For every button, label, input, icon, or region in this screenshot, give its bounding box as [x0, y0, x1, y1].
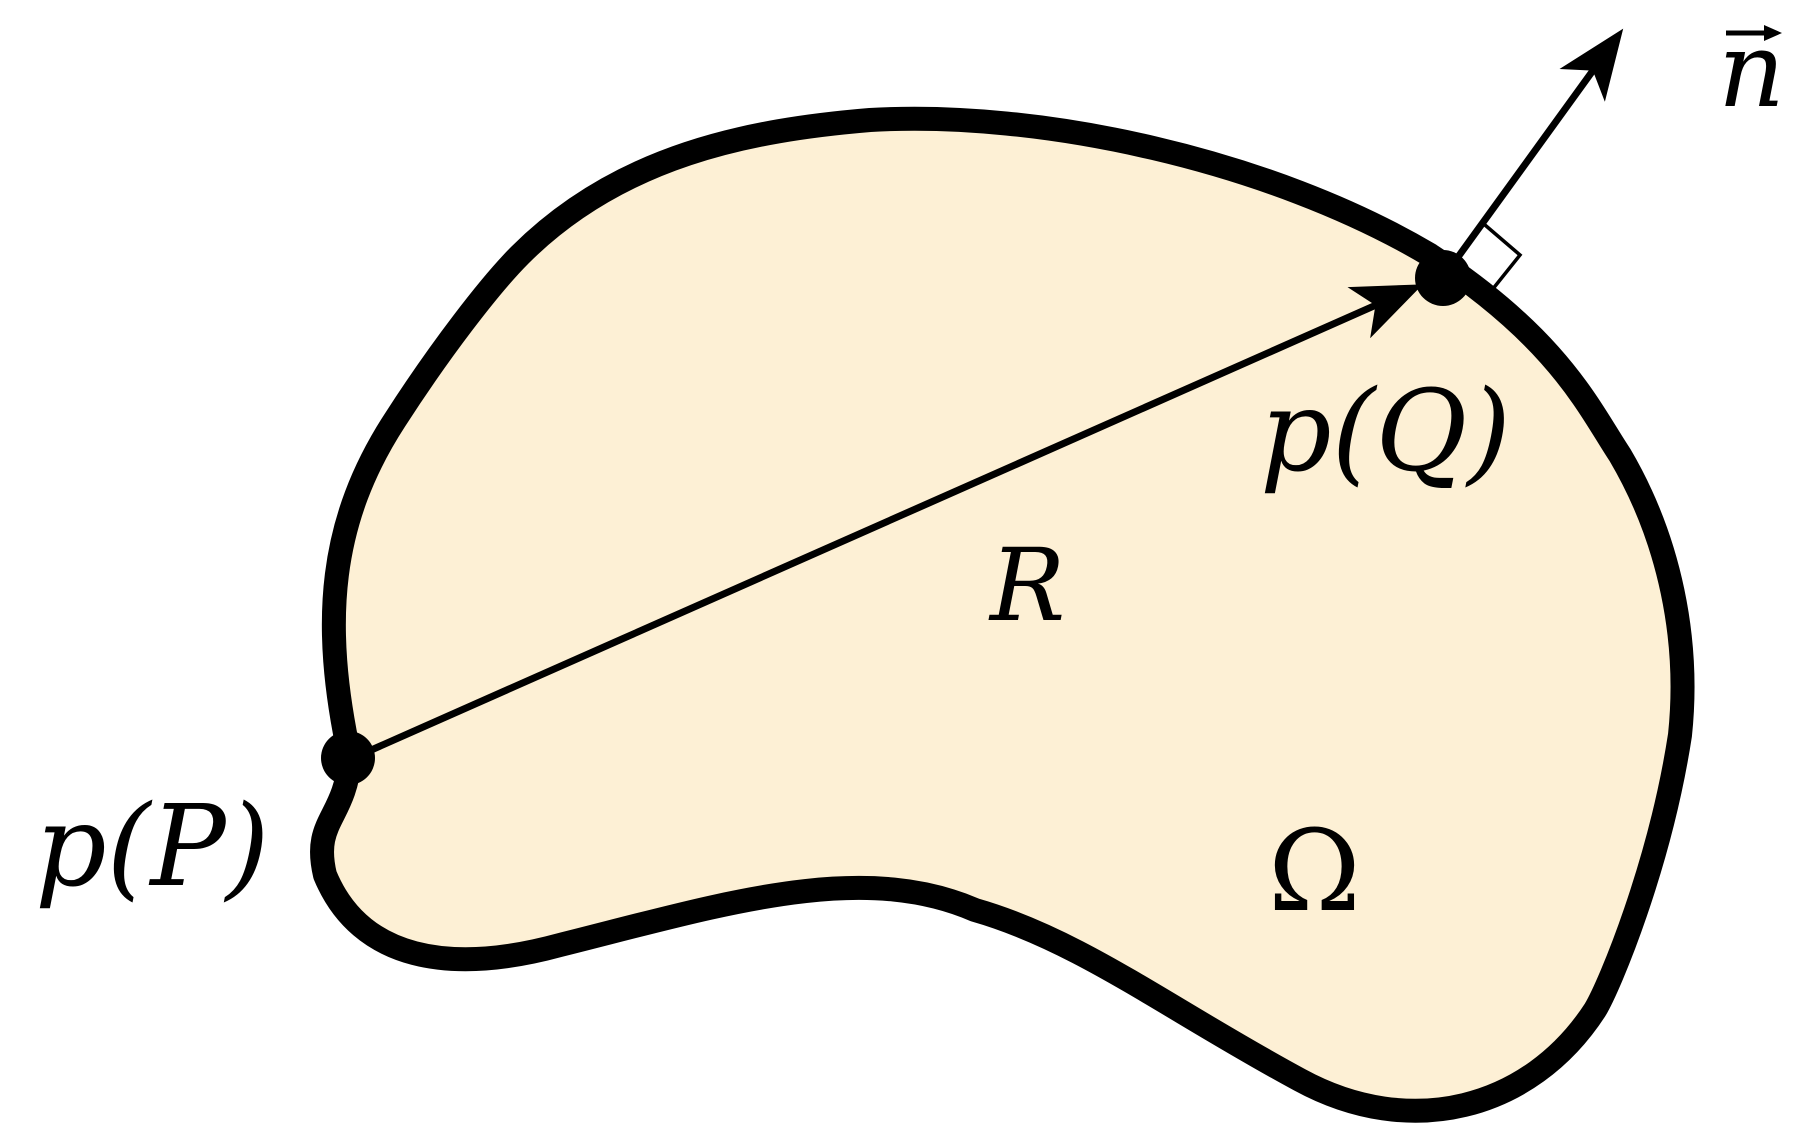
- distance-label: R: [988, 527, 1065, 644]
- domain-region: [310, 106, 1695, 1123]
- normal-label: n: [1718, 9, 1785, 131]
- point-p-label: p(P): [35, 782, 269, 912]
- domain-label: Ω: [1268, 807, 1361, 937]
- right-angle-marker: [1483, 223, 1523, 297]
- point-q-label: p(Q): [1260, 367, 1511, 497]
- normal-vector-arrow: [1442, 28, 1624, 278]
- point-p-dot: [321, 731, 375, 785]
- normal-label-overarrow-head: [1764, 25, 1782, 41]
- point-q-dot: [1415, 250, 1471, 306]
- distance-vector-arrow: [358, 284, 1423, 759]
